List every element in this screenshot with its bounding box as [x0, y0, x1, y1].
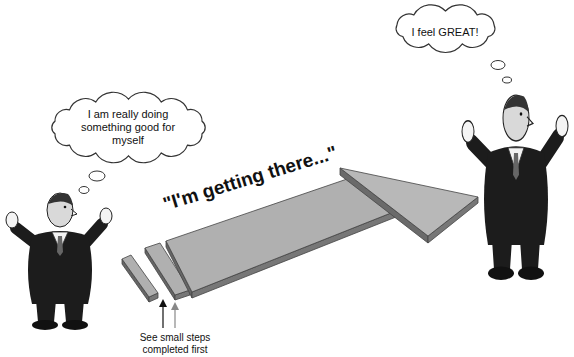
cloud-shape [396, 5, 495, 53]
man-figure [462, 95, 568, 280]
pointer-head [159, 299, 167, 307]
cloud-shape [51, 92, 204, 162]
trail-bubble [89, 171, 105, 181]
pointer-note: See small steps completed first [133, 332, 217, 356]
bubble-body: I am really doing something good for mys… [76, 108, 180, 147]
pointer-head [171, 302, 179, 310]
pointer-line [174, 309, 175, 328]
thought-text: I am really doing something good for mys… [76, 108, 180, 147]
trail-bubble [503, 77, 512, 83]
pointer-arrows [159, 299, 179, 328]
bubble-body: I feel GREAT! [411, 26, 479, 39]
thought-text: I feel GREAT! [411, 26, 479, 39]
arrowhead-top [340, 168, 478, 236]
pointer-line [162, 306, 163, 328]
thought-bubble: I am really doing something good for mys… [45, 91, 212, 164]
trail-bubble [79, 187, 89, 194]
trail-bubble [491, 61, 505, 70]
man-figure [6, 193, 112, 330]
thought-bubble: I feel GREAT! [388, 3, 503, 53]
